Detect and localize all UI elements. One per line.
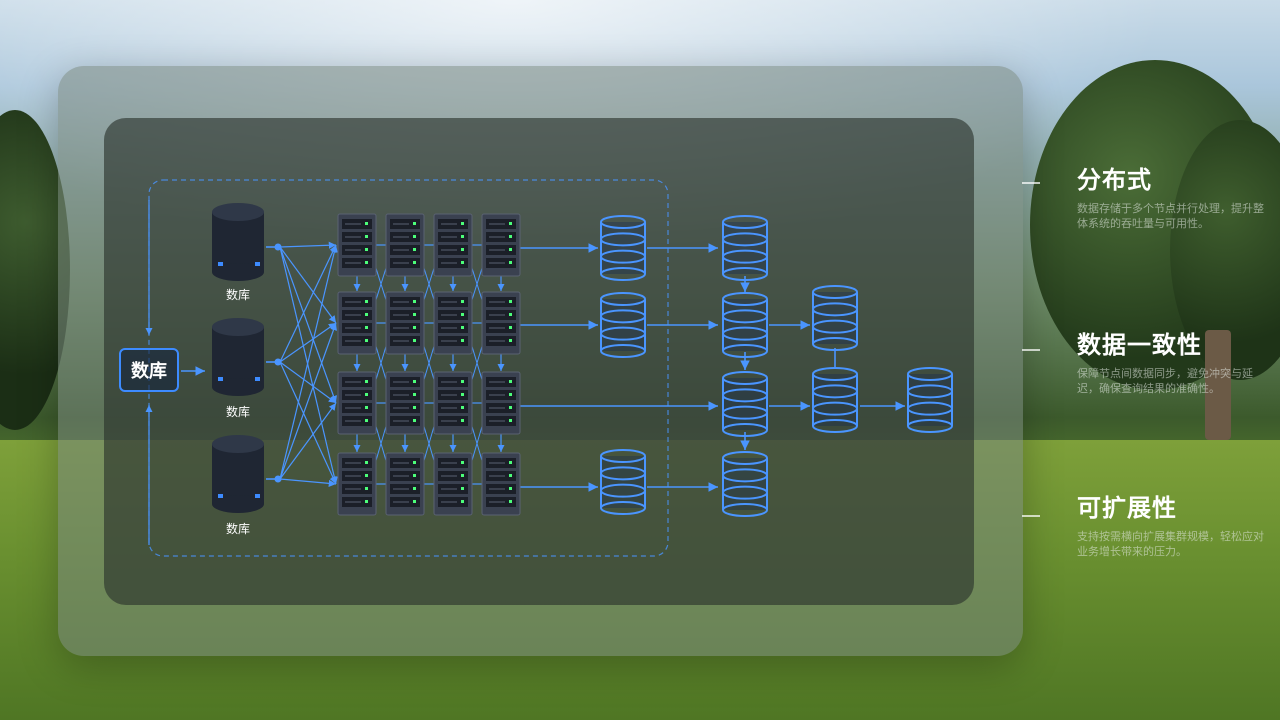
fanout-line xyxy=(279,322,337,480)
server-rack-icon xyxy=(433,371,473,435)
target-database-icon xyxy=(907,367,953,433)
feature-title: 分布式 xyxy=(1077,166,1152,194)
feature-tick-1 xyxy=(1022,182,1040,184)
source-db-label-3: 数库 xyxy=(225,522,250,536)
grid-diagonal-line xyxy=(422,342,436,384)
hub-dot xyxy=(274,475,282,483)
feature-description: 保障节点间数据同步，避免冲突与延迟，确保查询结果的准确性。 xyxy=(1077,367,1253,395)
grid-diagonal-line xyxy=(470,264,484,304)
server-rack-icon xyxy=(385,452,425,516)
server-rack-icon xyxy=(433,291,473,355)
target-database-icon xyxy=(600,292,646,358)
feature-distributed: 分布式 数据存储于多个节点并行处理，提升整体系统的吞吐量与可用性。 xyxy=(1077,160,1267,231)
fanout-line xyxy=(279,361,337,404)
hub-dot xyxy=(274,243,282,251)
fanout-line xyxy=(279,241,337,249)
main-database-node[interactable]: 数库 xyxy=(119,348,179,392)
feature-consistency: 数据一致性 保障节点间数据同步，避免冲突与延迟，确保查询结果的准确性。 xyxy=(1077,325,1267,396)
fanout-line xyxy=(279,246,337,324)
server-rack-icon xyxy=(385,213,425,277)
feature-tick-2 xyxy=(1022,349,1040,351)
server-rack-icon xyxy=(385,371,425,435)
feature-tick-3 xyxy=(1022,515,1040,517)
fanout-line xyxy=(279,402,337,480)
grid-diagonal-line xyxy=(374,264,388,304)
source-db-label-2: 数库 xyxy=(225,405,250,419)
source-database-icon xyxy=(212,435,264,513)
source-database-icon xyxy=(212,203,264,281)
target-database-icon xyxy=(722,292,768,358)
grid-diagonal-line xyxy=(374,342,388,384)
feature-description: 支持按需横向扩展集群规模，轻松应对业务增长带来的压力。 xyxy=(1077,530,1264,558)
server-rack-icon xyxy=(433,213,473,277)
target-database-icon xyxy=(722,215,768,281)
server-rack-icon xyxy=(433,452,473,516)
target-database-icon xyxy=(600,449,646,515)
fanout-line xyxy=(279,478,337,487)
hub-dot xyxy=(274,358,282,366)
fanout-line xyxy=(279,322,337,363)
server-rack-icon xyxy=(337,213,377,277)
target-database-icon xyxy=(600,215,646,281)
target-database-icon xyxy=(722,371,768,437)
fanout-line xyxy=(279,361,337,485)
server-rack-icon xyxy=(337,371,377,435)
server-rack-icon xyxy=(481,452,521,516)
server-rack-icon xyxy=(481,371,521,435)
grid-diagonal-line xyxy=(470,342,484,384)
fanout-line xyxy=(279,244,338,480)
target-database-icon xyxy=(722,451,768,517)
target-database-icon xyxy=(812,285,858,351)
grid-diagonal-line xyxy=(422,422,436,465)
feature-scalability: 可扩展性 支持按需横向扩展集群规模，轻松应对业务增长带来的压力。 xyxy=(1077,488,1267,559)
feature-title: 可扩展性 xyxy=(1077,494,1177,522)
grid-diagonal-line xyxy=(470,422,484,465)
fanout-line xyxy=(279,246,337,404)
target-database-icon xyxy=(812,367,858,433)
feature-description: 数据存储于多个节点并行处理，提升整体系统的吞吐量与可用性。 xyxy=(1077,202,1264,230)
server-rack-icon xyxy=(385,291,425,355)
grid-diagonal-line xyxy=(422,264,436,304)
server-rack-icon xyxy=(481,291,521,355)
fanout-line xyxy=(279,244,337,363)
feature-title: 数据一致性 xyxy=(1077,331,1202,359)
fanout-line xyxy=(279,246,338,485)
server-rack-icon xyxy=(337,452,377,516)
tree-trunk xyxy=(1205,330,1231,440)
server-rack-icon xyxy=(481,213,521,277)
server-rack-icon xyxy=(337,291,377,355)
grid-diagonal-line xyxy=(374,422,388,465)
source-database-icon xyxy=(212,318,264,396)
source-db-label-1: 数库 xyxy=(225,288,250,302)
